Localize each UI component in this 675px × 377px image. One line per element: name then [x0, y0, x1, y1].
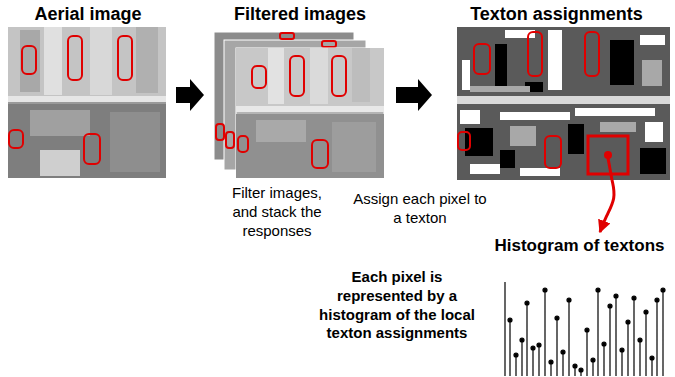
red-outline: [68, 36, 82, 80]
texton-patch: [548, 30, 562, 90]
texton-patch: [470, 164, 500, 174]
texton-patch: [640, 148, 666, 174]
filtered-stack: [214, 32, 384, 178]
aerial-image: [8, 27, 166, 178]
red-outline: [118, 36, 132, 80]
curved-arrow: [600, 180, 614, 232]
focus-dot: [604, 151, 612, 159]
image-ground: [457, 27, 670, 180]
image-region: [8, 27, 166, 97]
red-outline: [585, 32, 599, 76]
road: [8, 96, 166, 102]
panel-heading: Aerial image: [34, 4, 141, 26]
field: [40, 150, 80, 176]
building: [268, 48, 284, 104]
building: [90, 27, 112, 95]
panel-heading: Filtered images: [234, 4, 366, 26]
red-outline: [545, 136, 561, 168]
histogram-stems: [508, 288, 665, 376]
field: [30, 110, 90, 136]
filtered-layer: [236, 48, 384, 178]
image-panel: Aerial image: [8, 2, 168, 180]
image-ground: [8, 27, 166, 178]
texton-patch: [510, 126, 536, 146]
building: [44, 27, 62, 95]
building: [136, 27, 158, 93]
texton-patch: [495, 44, 507, 88]
caption-note: Assign each pixel to a texton: [352, 190, 488, 228]
block-arrow: [176, 79, 204, 111]
red-outline: [22, 46, 36, 74]
texton-patch: [500, 112, 570, 120]
histogram-axis: [504, 282, 505, 376]
texton-patch: [462, 60, 470, 90]
red-outline: [9, 130, 23, 148]
texton-patch: [645, 122, 663, 142]
texton-patch: [500, 150, 515, 168]
building: [310, 48, 328, 104]
texton-patch: [640, 35, 665, 45]
texton-patch: [520, 168, 560, 176]
texton-patch: [460, 110, 480, 124]
red-outline: [474, 44, 490, 74]
field: [332, 122, 376, 172]
texton-patch: [568, 124, 584, 154]
red-outline: [226, 132, 234, 148]
building: [352, 48, 370, 102]
red-outline: [238, 136, 248, 152]
block-arrow: [396, 79, 432, 111]
texton-patch: [610, 40, 634, 85]
texton-patch: [457, 96, 670, 104]
building: [20, 30, 40, 92]
field: [256, 120, 306, 142]
texton-map: [457, 27, 670, 180]
image-region: [236, 48, 384, 106]
red-outline: [216, 124, 224, 140]
image-stack: Filtered images: [212, 2, 388, 180]
image-region: [8, 104, 166, 178]
histogram-panel: Histogram of textons: [486, 234, 673, 375]
histogram-plot: [505, 282, 665, 376]
red-outline: [322, 41, 336, 47]
leader-line: [608, 158, 612, 180]
red-outline: [252, 66, 266, 88]
panel-heading: Texton assignments: [470, 4, 643, 26]
red-outline: [290, 56, 304, 96]
texton-patch: [600, 122, 636, 132]
texton-patch: [470, 86, 530, 92]
texton-patch: [642, 60, 662, 86]
image-region: [236, 114, 384, 178]
focus-square: [588, 136, 628, 174]
red-outline: [332, 56, 346, 96]
red-outline: [312, 140, 328, 168]
road: [236, 106, 384, 112]
image-panel: Texton assignments: [440, 2, 673, 180]
caption-note: Filter images, and stack the responses: [218, 184, 336, 240]
texton-patch: [505, 30, 535, 38]
texton-patch: [575, 108, 655, 116]
caption-note: Each pixel is represented by a histogram…: [308, 268, 486, 343]
red-outline: [528, 32, 542, 76]
field: [110, 112, 160, 172]
red-outline: [280, 33, 294, 39]
red-outline: [84, 134, 100, 164]
red-outline: [458, 132, 470, 150]
panel-heading: Histogram of textons: [494, 236, 664, 256]
